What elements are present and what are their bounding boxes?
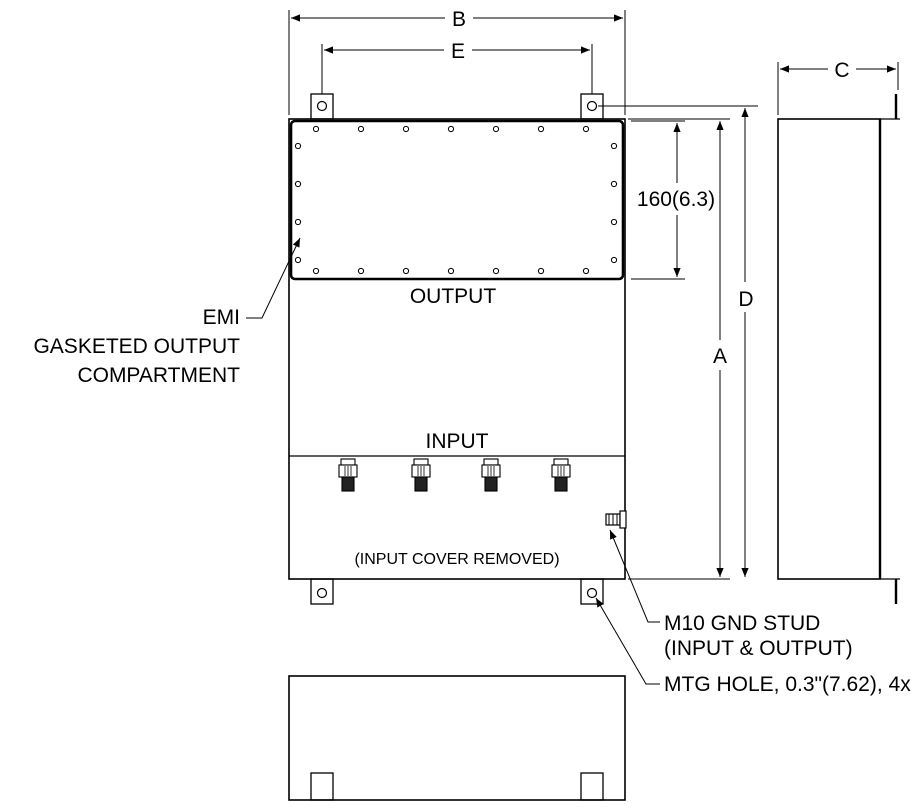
svg-text:MTG HOLE, 0.3"(7.62), 4x: MTG HOLE, 0.3"(7.62), 4x [664, 673, 911, 696]
cover-screw [402, 125, 410, 133]
output-cover-plate [289, 119, 625, 281]
cover-screw [582, 125, 590, 133]
svg-text:GASKETED OUTPUT: GASKETED OUTPUT [33, 335, 240, 358]
svg-text:D: D [738, 288, 753, 311]
mounting-hole-top-right [586, 100, 598, 112]
dimension-160: 160(6.3) [631, 120, 715, 280]
mounting-hole-bottom-left [316, 587, 328, 599]
cover-screw [610, 218, 618, 226]
mounting-tab-bottom-right [580, 578, 604, 605]
input-terminal [551, 458, 571, 492]
cover-screw [610, 180, 618, 188]
side-view-body [777, 118, 881, 580]
input-terminal [481, 458, 501, 492]
dimension-b: B [288, 8, 626, 115]
cover-screw [312, 267, 320, 275]
cover-screw [610, 142, 618, 150]
bottom-view-body [288, 675, 626, 801]
cover-screw [312, 125, 320, 133]
front-view: OUTPUT INPUT (INPUT COVER REMOVED) [288, 93, 627, 605]
svg-text:A: A [713, 345, 727, 368]
dimension-d: D [598, 105, 758, 577]
svg-text:E: E [451, 40, 465, 63]
bottom-foot-right [580, 772, 604, 801]
input-terminal [411, 458, 431, 492]
cover-screw [357, 125, 365, 133]
dimension-e: E [321, 40, 593, 94]
enclosure-body [288, 118, 626, 580]
cover-screw [447, 125, 455, 133]
cover-screw [537, 267, 545, 275]
cover-screw [447, 267, 455, 275]
bottom-foot-left [310, 772, 334, 801]
cover-screw [537, 125, 545, 133]
callout-mtg-hole: MTG HOLE, 0.3"(7.62), 4x [595, 597, 911, 696]
mounting-hole-top-left [316, 100, 328, 112]
callout-emi: EMI GASKETED OUTPUT COMPARTMENT [33, 237, 301, 387]
svg-text:(INPUT & OUTPUT): (INPUT & OUTPUT) [664, 637, 853, 660]
cover-screws [294, 125, 618, 275]
cover-screw [294, 256, 302, 264]
mounting-tab-bottom-left [310, 578, 334, 605]
mounting-hole-bottom-right [586, 587, 598, 599]
side-view [777, 94, 900, 604]
svg-text:C: C [834, 59, 849, 82]
cover-screw [294, 142, 302, 150]
svg-text:M10 GND STUD: M10 GND STUD [664, 612, 820, 635]
svg-text:COMPARTMENT: COMPARTMENT [77, 364, 240, 387]
cover-screw [402, 267, 410, 275]
cover-screw [357, 267, 365, 275]
svg-text:B: B [452, 8, 466, 31]
bottom-view [288, 675, 626, 801]
dimension-a: A [628, 118, 730, 580]
input-terminal [338, 458, 358, 492]
mounting-tab-top-left [310, 93, 334, 120]
input-cover-note: (INPUT COVER REMOVED) [354, 551, 559, 568]
cover-screw [492, 125, 500, 133]
output-label: OUTPUT [410, 285, 497, 308]
cover-screw [492, 267, 500, 275]
dimension-c: C [777, 59, 899, 115]
cover-screw [582, 267, 590, 275]
cover-screw [610, 256, 618, 264]
ground-stud [605, 510, 627, 529]
input-label: INPUT [426, 430, 489, 453]
cover-screw [294, 180, 302, 188]
cover-screw [294, 218, 302, 226]
callout-gnd-stud: M10 GND STUD (INPUT & OUTPUT) [609, 529, 853, 660]
input-terminals [338, 458, 571, 492]
svg-text:EMI: EMI [203, 306, 240, 329]
svg-text:160(6.3): 160(6.3) [637, 188, 715, 211]
